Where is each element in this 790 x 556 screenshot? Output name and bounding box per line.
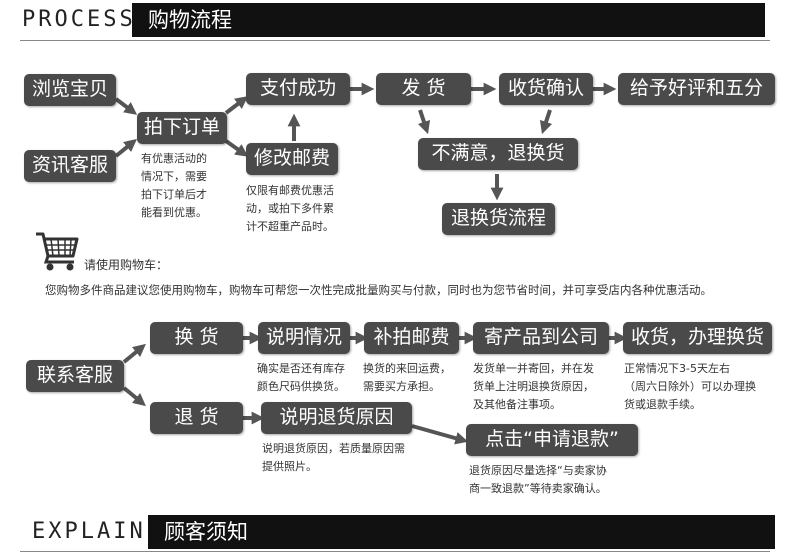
modify-postage-box: 修改邮费: [246, 143, 338, 175]
header-divider: [20, 40, 770, 41]
order-box: 拍下订单: [137, 112, 227, 144]
send-note: 发货单一并寄回，并在发 货单上注明退换货原因， 及其他备注事项。: [473, 362, 594, 411]
explain-note: 确实是否还有库存 颜色尺码供换货。: [257, 362, 345, 393]
refund-box: 退 货: [150, 402, 243, 434]
cart-long-note: 您购物多件商品建议您使用购物车，购物车可帮您一次性完成批量购买与付款，同时也为您…: [45, 283, 712, 297]
consult-box: 资讯客服: [24, 150, 116, 182]
arrow-ship-unsatisfied: [417, 109, 431, 135]
arrow-consult-order: [114, 138, 137, 158]
cart-note: 请使用购物车：: [84, 258, 169, 272]
explain-situation-box: 说明情况: [258, 322, 350, 354]
explain-reason-box: 说明退货原因: [261, 402, 412, 434]
footer-divider: [20, 551, 770, 552]
repay-postage-box: 补拍邮费: [364, 322, 459, 354]
pay-box: 支付成功: [246, 73, 350, 105]
process-header-cn: 购物流程: [132, 3, 765, 37]
ship-box: 发 货: [376, 73, 471, 105]
refund-note: 退货原因尽量选择“与卖家协 商一致退款”等待卖家确认。: [469, 464, 607, 495]
arrow-order-pay: [224, 96, 249, 115]
arrow-contact-exchange: [122, 343, 146, 364]
browse-box: 浏览宝贝: [24, 74, 116, 106]
unsatisfied-box: 不满意，退换货: [418, 138, 578, 170]
shopping-cart-icon: [36, 232, 79, 271]
arrow-confirm-unsatisfied: [539, 109, 553, 135]
order-note: 有优惠活动的 情况下，需要 拍下订单后才 能看到优惠。: [141, 152, 207, 219]
send-to-company-box: 寄产品到公司: [473, 322, 609, 354]
process-header-en: PROCESS: [0, 3, 133, 37]
arrow-reason-apply: [411, 424, 469, 445]
contact-service-box: 联系客服: [26, 360, 124, 392]
review-box: 给予好评和五分: [618, 73, 775, 105]
arrow-contact-refund: [122, 386, 146, 407]
explain-header-en: EXPLAIN: [0, 515, 148, 549]
postage-note: 仅限有邮费优惠活 动，或拍下多件累 计不超重产品时。: [246, 184, 334, 233]
return-flow-box: 退换货流程: [442, 203, 555, 235]
repay-note: 换货的来回运费， 需要买方承担。: [363, 362, 451, 393]
exchange-box: 换 货: [150, 322, 243, 354]
explain-header-cn: 顾客须知: [148, 515, 775, 549]
apply-refund-box: 点击“申请退款”: [466, 424, 638, 456]
reason-note: 说明退货原因，若质量原因需 提供照片。: [262, 442, 405, 473]
receive-note: 正常情况下3-5天左右 （周六日除外）可以办理换 货或退款手续。: [624, 362, 756, 411]
confirm-receipt-box: 收货确认: [499, 73, 593, 105]
process-header: PROCESS 购物流程: [0, 3, 790, 37]
arrow-order-modify: [224, 139, 249, 157]
arrow-browse-order: [114, 97, 138, 115]
explain-header: EXPLAIN 顾客须知: [0, 515, 790, 549]
receive-exchange-box: 收货，办理换货: [623, 322, 772, 354]
